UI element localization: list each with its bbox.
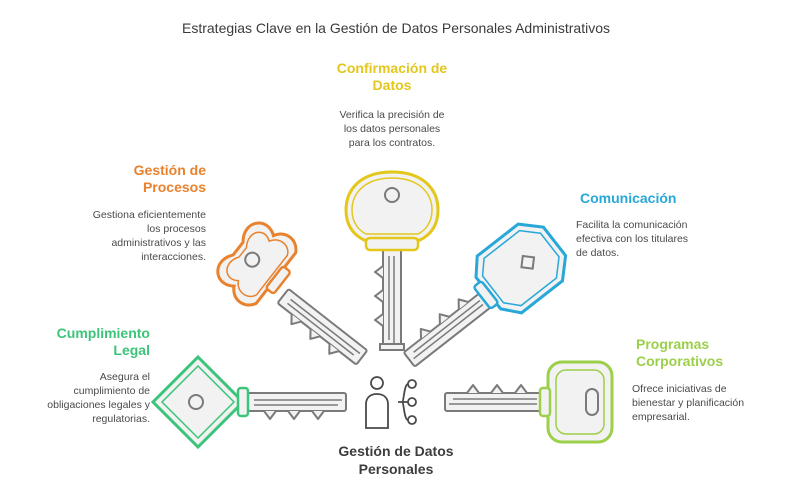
label-cumplimiento: Cumplimiento Legal	[20, 325, 150, 359]
diagram-title: Estrategias Clave en la Gestión de Datos…	[182, 20, 610, 36]
key-programas	[444, 360, 614, 444]
desc-line: efectiva con los titulares	[576, 233, 689, 245]
desc-line: de datos.	[576, 247, 620, 259]
desc-comunicacion: Facilita la comunicación efectiva con lo…	[576, 218, 746, 260]
desc-line: Facilita la comunicación	[576, 219, 688, 231]
key-cumplimiento	[150, 354, 347, 450]
label-comunicacion: Comunicación	[580, 190, 740, 207]
desc-procesos: Gestiona eficientemente los procesos adm…	[56, 208, 206, 264]
desc-line: Ofrece iniciativas de	[632, 383, 727, 395]
desc-line: regulatorias.	[92, 413, 150, 425]
desc-line: los datos personales	[343, 123, 441, 135]
label-procesos-line2: Procesos	[142, 179, 206, 195]
label-procesos-line1: Gestión de	[133, 162, 206, 178]
desc-programas: Ofrece iniciativas de bienestar y planif…	[632, 382, 782, 424]
label-programas-line1: Programas	[636, 336, 710, 352]
desc-line: cumplimiento de	[73, 385, 150, 397]
label-confirmacion-line2: Datos	[372, 77, 412, 93]
label-procesos: Gestión de Procesos	[84, 162, 206, 196]
desc-line: empresarial.	[632, 411, 690, 423]
key-confirmacion	[344, 170, 440, 351]
desc-line: Gestiona eficientemente	[92, 209, 206, 221]
desc-line: administrativos y las	[111, 237, 206, 249]
person-network-icon	[365, 376, 417, 429]
center-label-line1: Gestión de Datos	[338, 443, 454, 459]
key-comunicacion	[397, 222, 568, 368]
desc-line: Verifica la precisión de	[339, 109, 445, 121]
label-confirmacion: Confirmación de Datos	[312, 60, 472, 94]
label-programas-line2: Corporativos	[636, 353, 724, 369]
center-label: Gestión de Datos Personales	[311, 442, 481, 478]
label-comunicacion-line1: Comunicación	[580, 190, 677, 206]
desc-cumplimiento: Asegura el cumplimiento de obligaciones …	[8, 370, 150, 426]
desc-line: los procesos	[147, 223, 206, 235]
label-confirmacion-line1: Confirmación de	[336, 60, 448, 76]
desc-line: obligaciones legales y	[47, 399, 150, 411]
center-label-line2: Personales	[358, 461, 434, 477]
desc-line: bienestar y planificación	[632, 397, 745, 409]
desc-line: Asegura el	[99, 371, 150, 383]
desc-line: interacciones.	[141, 251, 206, 263]
desc-line: para los contratos.	[348, 137, 436, 149]
key-procesos	[216, 221, 369, 372]
desc-confirmacion: Verifica la precisión de los datos perso…	[312, 108, 472, 150]
label-cumplimiento-line1: Cumplimiento	[56, 325, 150, 341]
label-cumplimiento-line2: Legal	[113, 342, 150, 358]
label-programas: Programas Corporativos	[636, 336, 776, 370]
